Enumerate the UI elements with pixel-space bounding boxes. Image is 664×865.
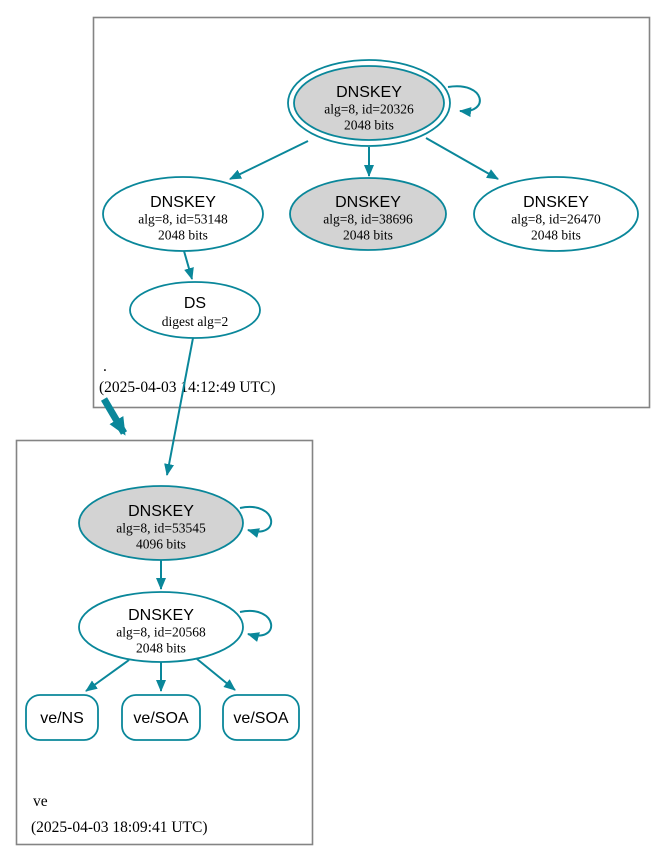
dnskey-53148-alg-id: alg=8, id=53148 <box>138 212 228 227</box>
edge-ve-zsk-to-ns <box>85 659 130 692</box>
dnskey-38696-alg-id: alg=8, id=38696 <box>323 212 413 227</box>
dnskey-26470-bits: 2048 bits <box>531 228 581 243</box>
node-dnskey-53148[interactable]: DNSKEY alg=8, id=53148 2048 bits <box>102 176 264 252</box>
node-rrset-ve-soa-2[interactable]: ve/SOA <box>222 694 300 741</box>
node-rrset-ve-ns[interactable]: ve/NS <box>25 694 99 741</box>
rrset-ve-soa-2-label: ve/SOA <box>233 710 288 727</box>
dnskey-20568-title: DNSKEY <box>128 607 194 624</box>
dnskey-53148-ellipse <box>102 176 264 252</box>
rrset-ve-soa-2-box <box>222 694 300 741</box>
edge-selfsign-ve-ksk <box>239 505 273 538</box>
dnskey-53148-bits: 2048 bits <box>158 228 208 243</box>
edge-selfsign-root-ksk <box>447 85 481 118</box>
edge-zsk-to-ds <box>183 250 194 280</box>
zone-box-root <box>92 16 651 409</box>
dnskey-20568-bits: 2048 bits <box>136 641 186 656</box>
node-rrset-ve-soa-1[interactable]: ve/SOA <box>121 694 201 741</box>
dnskey-38696-title: DNSKEY <box>335 194 401 211</box>
root-zone-timestamp: (2025-04-03 14:12:49 UTC) <box>99 379 276 396</box>
ds-title: DS <box>184 295 206 312</box>
edge-ve-zsk-to-soa2 <box>196 658 236 691</box>
rrset-ve-ns-box <box>25 694 99 741</box>
node-dnskey-38696[interactable]: DNSKEY alg=8, id=38696 2048 bits <box>289 177 447 251</box>
ve-zone-timestamp: (2025-04-03 18:09:41 UTC) <box>31 819 208 836</box>
dnskey-20326-bits: 2048 bits <box>344 118 394 133</box>
dnskey-38696-ellipse <box>289 177 447 251</box>
edge-ds-to-ve-ksk <box>164 337 194 476</box>
dnskey-53545-bits: 4096 bits <box>136 537 186 552</box>
dnskey-53545-alg-id: alg=8, id=53545 <box>116 521 206 536</box>
node-dnskey-20568[interactable]: DNSKEY alg=8, id=20568 2048 bits <box>78 591 244 663</box>
node-dnskey-53545[interactable]: DNSKEY alg=8, id=53545 4096 bits <box>78 485 244 561</box>
rrset-ve-soa-1-label: ve/SOA <box>133 710 188 727</box>
node-dnskey-26470[interactable]: DNSKEY alg=8, id=26470 2048 bits <box>473 176 639 252</box>
edge-root-ksk-to-zsk-right <box>425 137 499 180</box>
node-dnskey-20326[interactable]: DNSKEY alg=8, id=20326 2048 bits <box>287 59 451 147</box>
dnskey-26470-title: DNSKEY <box>523 194 589 211</box>
edge-root-ksk-to-zsk-left <box>229 140 309 180</box>
dnskey-38696-bits: 2048 bits <box>343 228 393 243</box>
dnskey-20568-ellipse <box>78 591 244 663</box>
ve-zone-label: ve <box>33 793 48 810</box>
dnskey-20326-title: DNSKEY <box>336 84 402 101</box>
rrset-ve-ns-label: ve/NS <box>40 710 84 727</box>
edge-selfsign-ve-zsk <box>239 609 273 642</box>
rrset-ve-soa-1-box <box>121 694 201 741</box>
dnskey-20568-alg-id: alg=8, id=20568 <box>116 625 206 640</box>
node-ds[interactable]: DS digest alg=2 <box>129 281 261 339</box>
zone-box-ve <box>15 439 314 846</box>
dnskey-53545-title: DNSKEY <box>128 503 194 520</box>
dnskey-53545-ellipse <box>78 485 244 561</box>
dnskey-26470-alg-id: alg=8, id=26470 <box>511 212 601 227</box>
ds-ellipse <box>129 281 261 339</box>
dnskey-20326-alg-id: alg=8, id=20326 <box>324 102 414 117</box>
dnskey-26470-ellipse <box>473 176 639 252</box>
dnskey-53148-title: DNSKEY <box>150 194 216 211</box>
ds-digest-alg: digest alg=2 <box>162 314 228 329</box>
dnskey-20326-ellipse <box>293 65 445 141</box>
edge-delegation-root-to-ve <box>100 397 128 436</box>
root-zone-label: . <box>103 358 107 375</box>
